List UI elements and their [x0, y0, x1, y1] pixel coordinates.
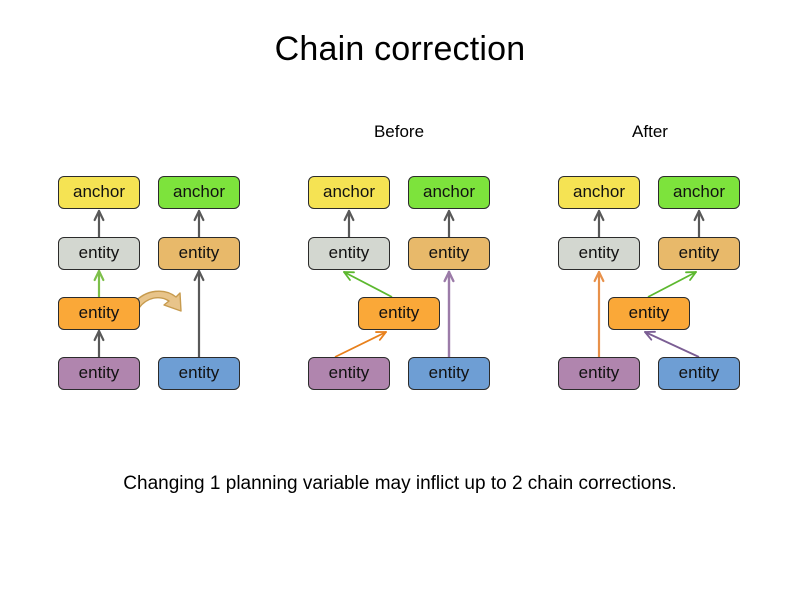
before-entity-tan: entity	[408, 237, 490, 270]
left-anchor-green: anchor	[158, 176, 240, 209]
link-grey-to-yellow-anchor	[593, 209, 605, 237]
before-anchor-yellow: anchor	[308, 176, 390, 209]
before-entity-purple: entity	[308, 357, 390, 390]
after-entity-tan: entity	[658, 237, 740, 270]
left-entity-purple: entity	[58, 357, 140, 390]
after-anchor-green: anchor	[658, 176, 740, 209]
before-anchor-green: anchor	[408, 176, 490, 209]
after-entity-purple: entity	[558, 357, 640, 390]
left-entity-tan: entity	[158, 237, 240, 270]
left-entity-grey: entity	[58, 237, 140, 270]
link-orange-to-grey	[93, 269, 105, 297]
link-grey-to-yellow-anchor	[343, 209, 355, 237]
link-blue-to-orange	[644, 330, 700, 358]
before-entity-blue: entity	[408, 357, 490, 390]
link-purple-to-grey	[593, 270, 605, 357]
link-orange-to-tan	[647, 271, 697, 298]
link-purple-to-orange	[93, 329, 105, 357]
link-purple-to-orange	[334, 331, 387, 358]
move-arrow	[133, 290, 182, 312]
before-entity-grey: entity	[308, 237, 390, 270]
page-title: Chain correction	[274, 30, 526, 68]
left-entity-blue: entity	[158, 357, 240, 390]
link-tan-to-green-anchor	[193, 209, 205, 237]
before-entity-orange: entity	[358, 297, 440, 330]
link-blue-to-tan	[443, 270, 455, 357]
link-tan-to-green-anchor	[693, 209, 705, 237]
link-orange-to-grey	[343, 271, 393, 298]
link-grey-to-yellow-anchor	[93, 209, 105, 237]
after-entity-blue: entity	[658, 357, 740, 390]
panel-label-after: After	[632, 122, 668, 141]
link-blue-to-tan	[193, 269, 205, 357]
link-tan-to-green-anchor	[443, 209, 455, 237]
left-anchor-yellow: anchor	[58, 176, 140, 209]
left-entity-orange: entity	[58, 297, 140, 330]
panel-label-before: Before	[373, 122, 425, 141]
slide-caption: Changing 1 planning variable may inflict…	[123, 473, 677, 494]
after-entity-grey: entity	[558, 237, 640, 270]
after-anchor-yellow: anchor	[558, 176, 640, 209]
after-entity-orange: entity	[608, 297, 690, 330]
